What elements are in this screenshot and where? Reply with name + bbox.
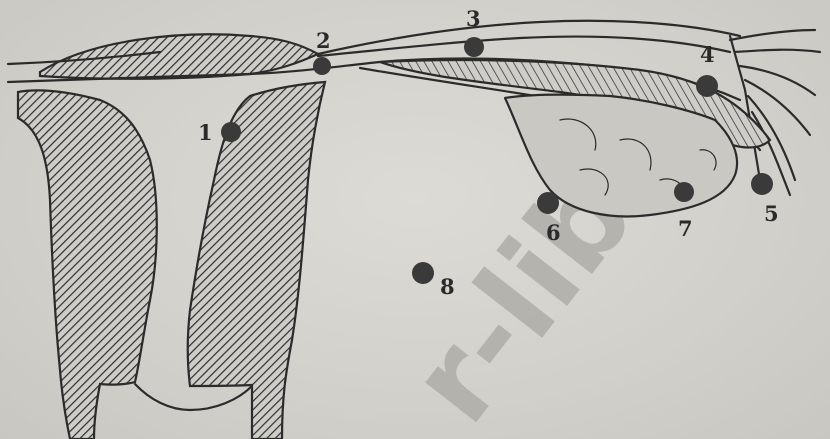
label-7: 7 xyxy=(678,216,693,241)
site-marker-8 xyxy=(412,262,434,284)
cervical-canal-edge xyxy=(135,384,252,410)
label-5: 5 xyxy=(764,201,779,226)
label-1: 1 xyxy=(198,120,213,145)
label-3: 3 xyxy=(466,6,481,31)
site-marker-4 xyxy=(696,75,718,97)
uterine-wall-left xyxy=(18,90,157,439)
site-marker-3 xyxy=(464,37,484,57)
label-6: 6 xyxy=(546,220,561,245)
site-marker-6 xyxy=(537,192,559,214)
site-marker-2 xyxy=(313,57,331,75)
label-2: 2 xyxy=(316,28,331,53)
site-marker-7 xyxy=(674,182,694,202)
label-4: 4 xyxy=(700,42,715,67)
label-8: 8 xyxy=(440,274,455,299)
site-marker-5 xyxy=(751,173,773,195)
tube-mid-line xyxy=(318,37,730,56)
site-marker-1 xyxy=(221,122,241,142)
